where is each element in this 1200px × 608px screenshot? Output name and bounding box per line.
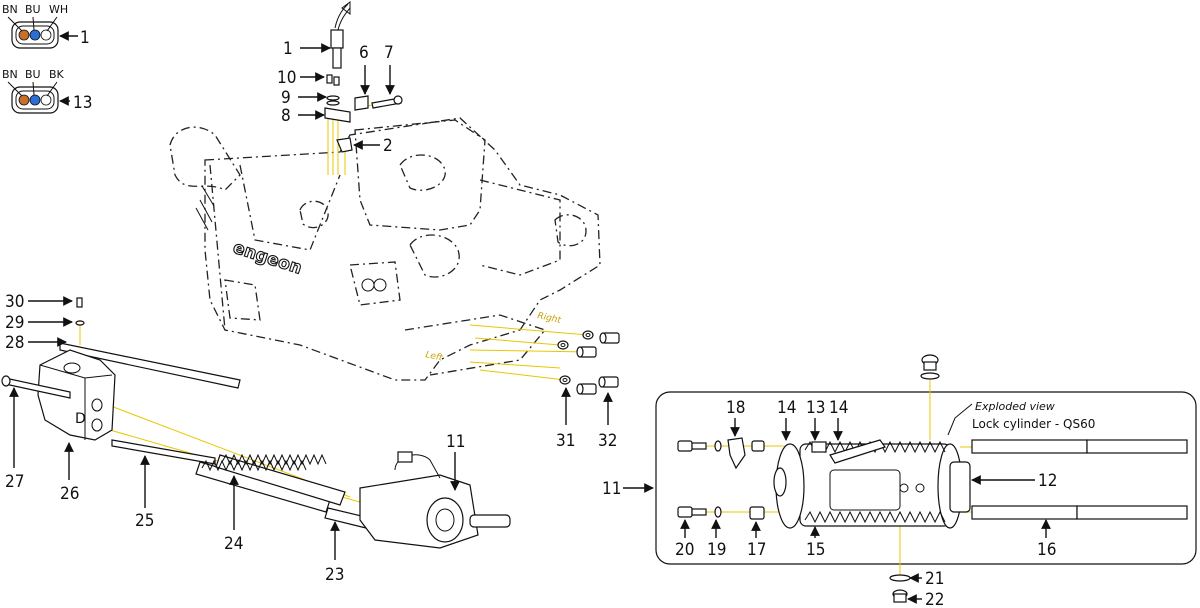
callout-27: 27 xyxy=(5,472,24,492)
callout-26: 26 xyxy=(60,484,79,504)
callout-1: 1 xyxy=(283,39,293,59)
callout-12: 12 xyxy=(1038,471,1057,491)
wire-label-bu: BU xyxy=(25,68,41,81)
callout-8: 8 xyxy=(281,106,291,126)
callout-9: 9 xyxy=(281,88,291,108)
callout-28: 28 xyxy=(5,333,24,353)
callout-32: 32 xyxy=(598,431,617,451)
callout-24: 24 xyxy=(224,534,243,554)
pin-bu xyxy=(29,29,41,41)
callout-17: 17 xyxy=(747,540,766,560)
callout-20: 20 xyxy=(675,540,694,560)
wire-label-bn: BN xyxy=(2,68,18,81)
callout-30: 30 xyxy=(5,292,24,312)
callout-14b: 14 xyxy=(829,398,848,418)
exploded-view-title: Lock cylinder - QS60 xyxy=(972,417,1095,431)
callout-connector-a: 1 xyxy=(80,28,90,48)
callout-18: 18 xyxy=(726,398,745,418)
wire-label-wh: WH xyxy=(49,3,68,16)
callout-25: 25 xyxy=(135,511,154,531)
engeon-logo: engeon xyxy=(230,238,304,279)
callout-6: 6 xyxy=(359,43,369,63)
side-label-left: Left xyxy=(424,350,443,363)
callout-7: 7 xyxy=(384,43,394,63)
wire-label-bk: BK xyxy=(49,68,65,81)
sensor-assembly xyxy=(324,1,403,153)
connector-3pin-b: BN BU BK 13 xyxy=(2,68,92,114)
connector-3pin-a: BN BU WH 1 xyxy=(2,3,90,49)
callout-16: 16 xyxy=(1037,540,1056,560)
assembly-guides xyxy=(79,100,591,506)
callout-10: 10 xyxy=(277,68,296,88)
callout-2: 2 xyxy=(383,136,393,156)
pin-wh xyxy=(40,29,52,41)
svg-text:D: D xyxy=(75,411,86,427)
callout-15: 15 xyxy=(806,540,825,560)
callout-19: 19 xyxy=(707,540,726,560)
callout-14a: 14 xyxy=(777,398,796,418)
pin-bk xyxy=(40,94,52,106)
callout-connector-b: 13 xyxy=(73,93,92,113)
main-callouts: 1 10 9 8 6 7 2 30 29 28 27 26 25 24 23 1… xyxy=(5,39,617,585)
exploded-view-panel: 11 Exploded view Lock cylinder - QS60 xyxy=(602,354,1197,608)
pin-bn xyxy=(18,29,30,41)
callout-21: 21 xyxy=(925,569,944,589)
pin-bolts xyxy=(557,330,620,395)
callout-11-ref: 11 xyxy=(602,479,621,499)
wire-label-bn: BN xyxy=(2,3,18,16)
wire-label-bu: BU xyxy=(25,3,41,16)
callout-22: 22 xyxy=(925,590,944,608)
coupler-frame: engeon Right Left xyxy=(169,117,601,381)
callout-11: 11 xyxy=(446,432,465,452)
exploded-view-frame xyxy=(655,391,1197,565)
callout-13: 13 xyxy=(806,398,825,418)
side-label-right: Right xyxy=(536,311,562,326)
callout-31: 31 xyxy=(556,431,575,451)
callout-23: 23 xyxy=(325,565,344,585)
pin-bn xyxy=(18,94,30,106)
exploded-view-caption: Exploded view xyxy=(975,400,1055,413)
pin-bu xyxy=(29,94,41,106)
callout-29: 29 xyxy=(5,313,24,333)
locking-parts: D xyxy=(1,297,511,549)
